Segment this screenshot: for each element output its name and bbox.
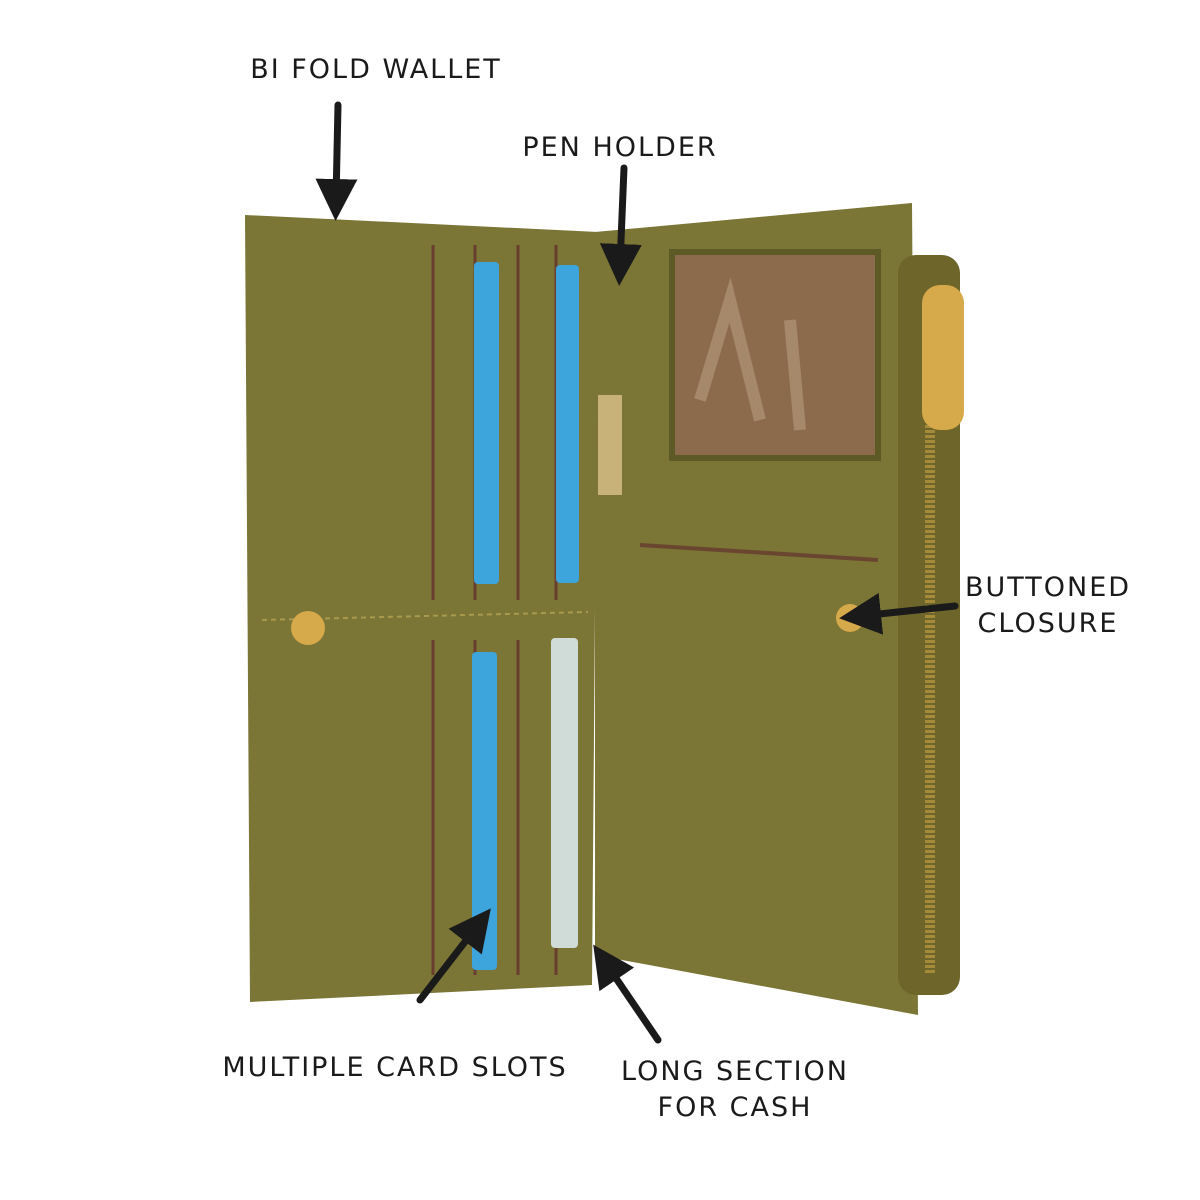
arrow-bi-fold (315, 101, 358, 221)
arrow-cash (593, 944, 662, 1044)
cash-pocket-opening (639, 543, 879, 562)
card (472, 652, 497, 970)
label-bi-fold-wallet: BI FOLD WALLET (250, 54, 502, 85)
left-panel (245, 215, 598, 1002)
label-line: CLOSURE (977, 608, 1119, 639)
left-button-icon (291, 611, 325, 645)
label-line: FOR CASH (657, 1092, 813, 1123)
pen-holder-strap (598, 395, 622, 495)
card (556, 265, 579, 583)
label-multiple-card-slots: MULTIPLE CARD SLOTS (222, 1052, 568, 1083)
arrow-buttoned (839, 592, 959, 635)
annotation-arrows (315, 101, 959, 1044)
label-buttoned-closure: BUTTONED CLOSURE (965, 570, 1131, 642)
arrow-card-slots (416, 908, 491, 1004)
card (474, 262, 499, 584)
label-line: BUTTONED (964, 572, 1132, 603)
card (551, 638, 578, 948)
id-window (669, 249, 881, 461)
id-window-reflection (694, 277, 806, 431)
zipper-pull-icon (922, 285, 964, 430)
label-long-section-for-cash: LONG SECTION FOR CASH (621, 1054, 849, 1126)
label-line: LONG SECTION (621, 1056, 849, 1087)
label-pen-holder: PEN HOLDER (522, 132, 718, 163)
arrow-pen-holder (599, 164, 642, 286)
